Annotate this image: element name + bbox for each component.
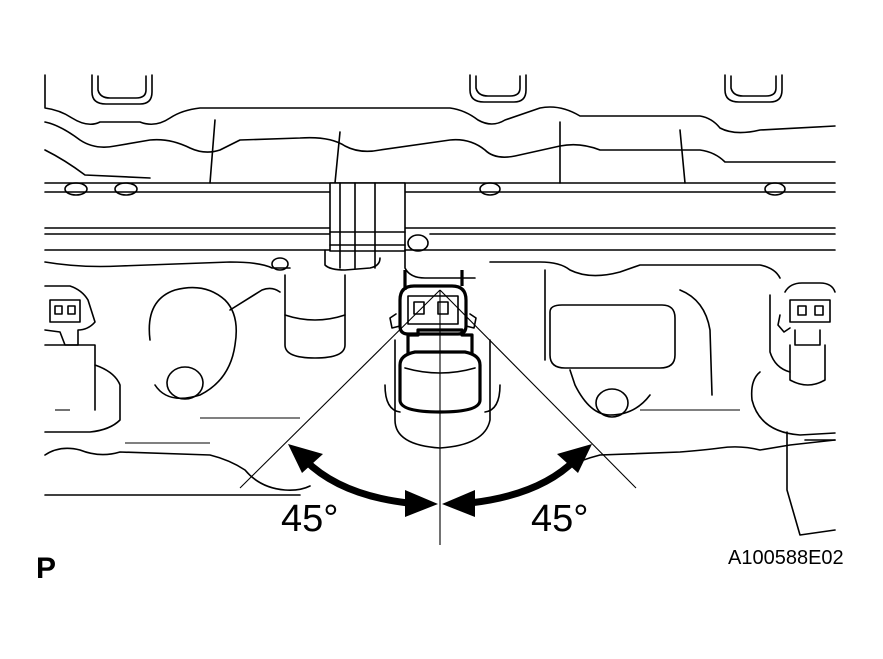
left-rotation-arrow	[288, 444, 438, 517]
view-marker-label: P	[36, 552, 57, 585]
figure-id-label: A100588E02	[728, 547, 844, 569]
left-45-guide-line	[239, 289, 441, 489]
cam-bosses	[91, 74, 783, 105]
center-fuel-injector	[384, 270, 501, 449]
right-angle-label: 45°	[531, 498, 589, 540]
right-45-guide-line	[439, 289, 637, 489]
left-fuel-injector	[44, 285, 121, 433]
right-fuel-injector	[750, 282, 836, 536]
cylinder-head-outline	[44, 74, 836, 184]
right-rotation-arrow	[442, 444, 592, 517]
left-angle-label: 45°	[281, 498, 339, 540]
angle-guide-lines	[239, 289, 637, 545]
fuel-delivery-pipe	[44, 182, 836, 279]
lower-head-body	[44, 257, 836, 496]
